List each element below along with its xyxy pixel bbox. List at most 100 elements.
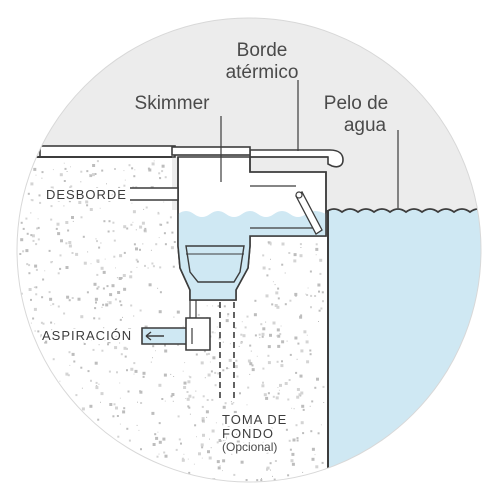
speckle	[100, 401, 101, 403]
speckle	[178, 438, 181, 441]
speckle	[119, 318, 122, 321]
speckle	[119, 397, 121, 399]
speckle	[86, 462, 89, 465]
thermal-edge	[249, 149, 344, 168]
speckle	[195, 353, 198, 356]
speckle	[121, 197, 125, 201]
speckle	[162, 437, 166, 441]
speckle	[321, 291, 324, 294]
speckle	[237, 493, 240, 496]
speckle	[108, 199, 111, 202]
speckle	[60, 432, 63, 435]
speckle	[139, 309, 142, 312]
speckle	[322, 300, 324, 303]
speckle	[54, 323, 56, 325]
speckle	[21, 407, 24, 409]
speckle	[119, 382, 121, 384]
speckle	[291, 462, 295, 466]
speckle	[161, 164, 165, 168]
speckle	[96, 259, 100, 263]
speckle	[293, 253, 297, 257]
speckle	[296, 358, 298, 360]
speckle	[275, 291, 279, 295]
speckle	[152, 495, 154, 497]
speckle	[4, 371, 6, 373]
speckle	[139, 390, 143, 394]
speckle	[28, 288, 32, 291]
speckle	[310, 430, 313, 433]
skimmer-lid	[171, 146, 251, 156]
speckle	[20, 221, 23, 224]
speckle	[297, 486, 298, 487]
speckle	[80, 181, 82, 183]
speckle	[84, 430, 85, 431]
speckle	[233, 473, 236, 476]
speckle	[29, 457, 33, 461]
speckle	[314, 295, 317, 297]
speckle	[187, 405, 190, 408]
speckle	[322, 494, 325, 497]
speckle	[288, 439, 291, 442]
speckle	[88, 492, 89, 493]
speckle	[254, 334, 257, 337]
speckle	[1, 277, 4, 280]
speckle	[148, 168, 152, 172]
speckle	[305, 293, 307, 295]
speckle	[63, 180, 66, 182]
speckle	[166, 221, 169, 224]
speckle	[209, 438, 210, 440]
speckle	[71, 352, 75, 356]
speckle	[98, 344, 100, 346]
speckle	[67, 431, 71, 435]
speckle	[226, 441, 229, 444]
speckle	[249, 373, 251, 375]
speckle	[184, 362, 186, 364]
speckle	[227, 313, 230, 316]
speckle	[80, 170, 83, 173]
speckle	[119, 342, 121, 344]
speckle	[12, 303, 13, 304]
speckle	[4, 274, 5, 275]
speckle	[233, 494, 236, 497]
speckle	[234, 436, 237, 438]
speckle	[51, 329, 53, 331]
speckle	[118, 481, 121, 482]
speckle	[172, 400, 174, 402]
speckle	[236, 415, 239, 418]
speckle	[17, 453, 18, 455]
speckle	[211, 429, 215, 433]
speckle	[158, 422, 161, 425]
speckle	[123, 346, 127, 350]
speckle	[291, 407, 293, 409]
speckle	[263, 393, 267, 397]
speckle	[26, 232, 29, 235]
speckle	[169, 216, 172, 219]
speckle	[211, 398, 214, 401]
speckle	[30, 298, 32, 301]
speckle	[186, 476, 189, 479]
speckle	[99, 207, 101, 209]
speckle	[116, 277, 118, 279]
speckle	[19, 191, 22, 194]
speckle	[147, 167, 150, 170]
speckle	[303, 330, 307, 334]
speckle	[45, 458, 49, 462]
speckle	[69, 186, 72, 189]
speckle	[3, 354, 5, 356]
speckle	[293, 408, 295, 410]
speckle	[107, 343, 109, 346]
speckle	[93, 317, 96, 320]
speckle	[31, 234, 35, 238]
speckle	[112, 415, 115, 418]
speckle	[247, 386, 250, 389]
speckle	[274, 284, 276, 286]
speckle	[8, 197, 10, 199]
speckle	[37, 379, 41, 383]
speckle	[266, 466, 270, 470]
speckle	[112, 221, 115, 224]
speckle	[124, 179, 126, 181]
speckle	[95, 385, 98, 388]
speckle	[163, 373, 167, 377]
speckle	[22, 446, 25, 448]
speckle	[122, 316, 123, 318]
